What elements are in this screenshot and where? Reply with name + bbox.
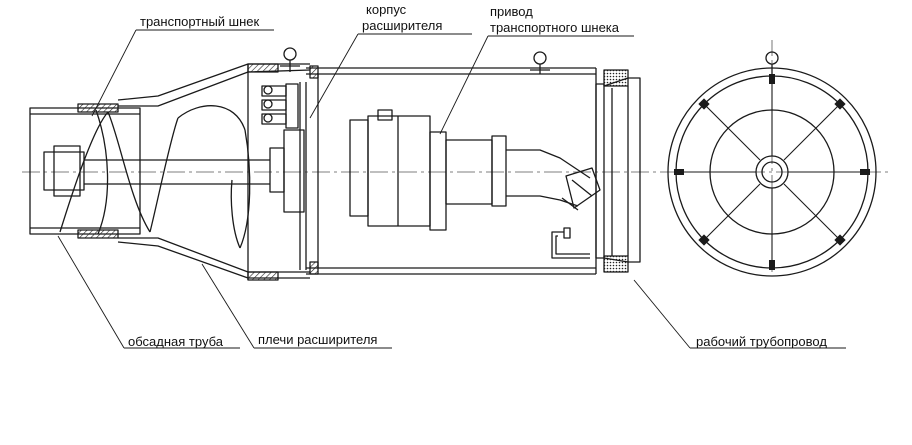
casing-pipe	[29, 103, 141, 239]
working-pipeline-section	[595, 68, 641, 274]
nozzle-cluster	[261, 83, 299, 129]
label-auger-drive-line1: привод	[490, 4, 533, 19]
label-auger-drive-line2: транспортного шнека	[490, 20, 620, 35]
reamer-bulkhead	[261, 47, 307, 270]
label-reamer-shoulders: плечи расширителя	[258, 332, 378, 347]
auger-drive	[349, 109, 601, 259]
label-transport-auger: транспортный шнек	[140, 14, 260, 29]
reamer-housing	[306, 51, 596, 275]
label-working-pipeline: рабочий трубопровод	[696, 334, 827, 349]
end-view	[667, 40, 877, 277]
label-reamer-housing-line2: расширителя	[362, 18, 443, 33]
reamer-shoulders	[117, 63, 311, 281]
label-reamer-housing-line1: корпус	[366, 2, 407, 17]
transport-auger	[43, 105, 270, 249]
leader-lines	[57, 29, 846, 349]
label-casing-pipe: обсадная труба	[128, 334, 223, 349]
